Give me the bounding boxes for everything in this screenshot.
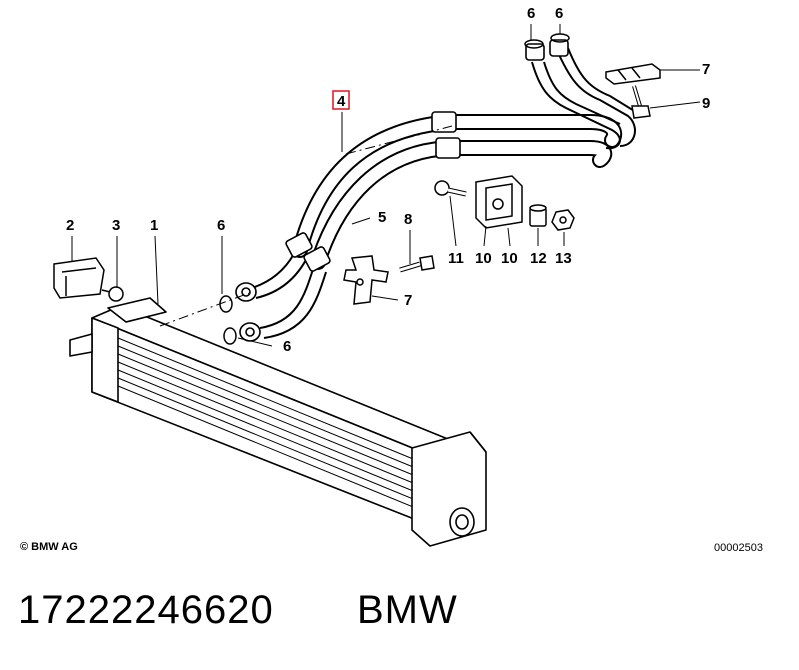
callout-13: 13 [555, 250, 572, 267]
clamp-part-7-middle [343, 255, 389, 305]
bolt-part-9 [631, 85, 651, 119]
oil-line-part-5-inner [312, 142, 611, 268]
callout-10-right: 10 [501, 250, 518, 267]
copyright-notice: © BMW AG [20, 541, 78, 553]
callout-10-left: 10 [475, 250, 492, 267]
bolt-part-3 [101, 286, 124, 302]
callout-6-top-right: 6 [555, 5, 563, 22]
bolt-part-11 [434, 180, 467, 197]
callout-2: 2 [66, 217, 74, 234]
clamp-part-7-top [605, 63, 661, 85]
part-number-caption: 17222246620 [18, 588, 274, 632]
bracket-part-2 [53, 257, 105, 299]
diagram-id: 00002503 [714, 542, 763, 554]
callout-9: 9 [702, 95, 710, 112]
oil-cooler [69, 297, 487, 547]
callout-7-middle: 7 [404, 292, 412, 309]
callout-12: 12 [530, 250, 547, 267]
nut-part-13 [551, 209, 575, 231]
callout-labels: 1 2 3 4 5 6 6 6 6 7 7 8 9 10 10 11 12 13 [66, 5, 710, 355]
oil-line-part-5 [310, 140, 613, 270]
bolt-part-8 [399, 255, 435, 273]
callout-5: 5 [378, 209, 386, 226]
upper-pipes [531, 47, 637, 150]
hose-sleeves [285, 39, 569, 272]
brand-caption: BMW [357, 588, 458, 632]
callout-8: 8 [404, 211, 412, 228]
oil-line-part-4-inner [294, 116, 621, 256]
callout-6-lower-left: 6 [217, 217, 225, 234]
callout-7-top: 7 [702, 61, 710, 78]
callout-6-top-left: 6 [527, 5, 535, 22]
parts-diagram: 1 2 3 4 5 6 6 6 6 7 7 8 9 10 10 11 12 13 [53, 5, 710, 547]
pipe-end-fittings [235, 282, 261, 342]
callout-1: 1 [150, 217, 158, 234]
callout-6-lower: 6 [283, 338, 291, 355]
leader-lines [71, 24, 701, 347]
sleeve-part-12 [529, 204, 547, 227]
callout-4: 4 [337, 93, 346, 110]
callout-11: 11 [448, 250, 464, 267]
callout-4-highlight-box [332, 90, 350, 110]
callout-3: 3 [112, 217, 120, 234]
bracket-part-10 [475, 175, 523, 229]
